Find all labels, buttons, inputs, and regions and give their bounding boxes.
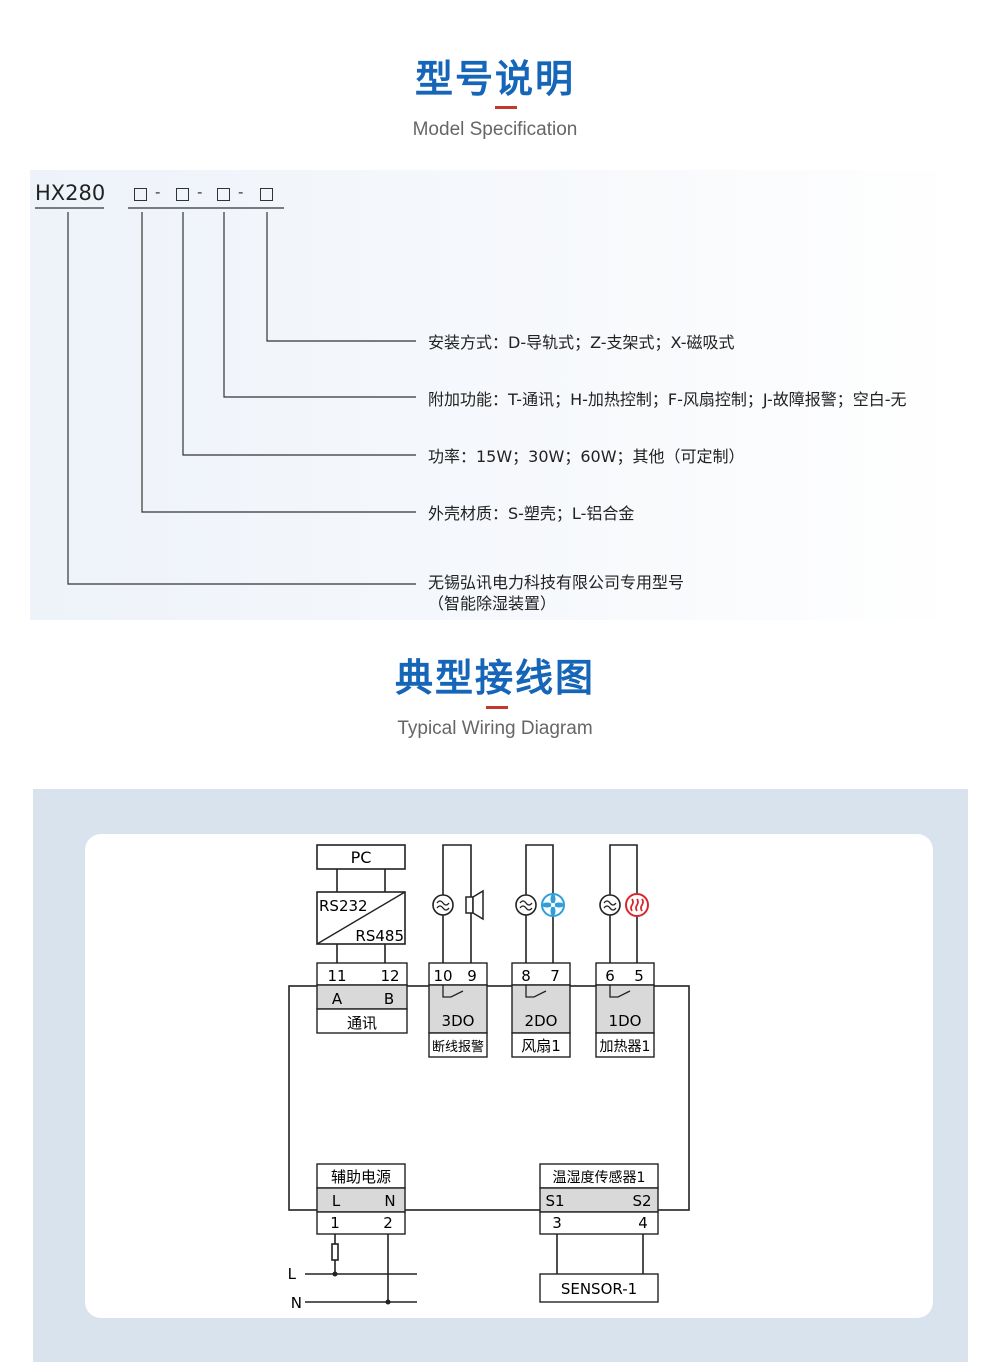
pc-box: PC	[316, 844, 406, 870]
spec-company-model: 无锡弘讯电力科技有限公司专用型号	[428, 573, 685, 592]
terminal-5: 5	[634, 967, 644, 985]
heater-icon	[625, 893, 649, 917]
spec-extra-function: 附加功能：T-通讯；H-加热控制；F-风扇控制；J-故障报警；空白-无	[428, 390, 907, 409]
wiring-card	[85, 834, 933, 1318]
do1-label: 加热器1	[600, 1039, 651, 1055]
terminal-10: 10	[433, 967, 452, 985]
code-dash: -	[155, 183, 161, 201]
terminal-6: 6	[605, 967, 615, 985]
do2-label: 风扇1	[521, 1037, 561, 1055]
junction-dot	[332, 1271, 338, 1277]
comm-label: 通讯	[347, 1014, 377, 1032]
code-dash: -	[238, 183, 244, 201]
do2-terminal-block: 8 7 2DO 风扇1	[511, 962, 571, 1058]
model-section-subtitle: Model Specification	[412, 119, 578, 140]
do3-label: 断线报警	[432, 1039, 484, 1055]
title-accent-bar	[495, 106, 517, 109]
terminal-a: A	[332, 990, 343, 1008]
terminal-b: B	[384, 990, 394, 1008]
spec-housing-material: 外壳材质：S-塑壳；L-铝合金	[428, 504, 635, 523]
sensor-title: 温湿度传感器1	[553, 1169, 646, 1186]
wiring-section-subtitle: Typical Wiring Diagram	[397, 718, 593, 739]
do3-name: 3DO	[442, 1012, 475, 1030]
sensor-box: SENSOR-1	[539, 1273, 659, 1303]
terminal-s1: S1	[545, 1192, 564, 1210]
alarm-speaker-icon	[465, 889, 484, 921]
aux-power-block: 辅助电源 L N 1 2	[316, 1163, 406, 1235]
spec-device-name: （智能除湿装置）	[428, 594, 557, 613]
code-box-3	[217, 188, 230, 201]
terminal-8: 8	[521, 967, 531, 985]
spec-install-mode: 安装方式：D-导轨式；Z-支架式；X-磁吸式	[428, 333, 735, 352]
terminal-11: 11	[327, 967, 346, 985]
rs485-label: RS485	[355, 927, 404, 945]
temp-humidity-sensor-block: 温湿度传感器1 S1 S2 3 4	[539, 1163, 659, 1235]
spec-panel	[30, 170, 965, 620]
aux-power-title: 辅助电源	[331, 1168, 391, 1186]
terminal-n: N	[384, 1192, 395, 1210]
pc-label: PC	[351, 848, 372, 867]
terminal-3: 3	[552, 1214, 562, 1232]
ac-source-icon	[515, 894, 537, 916]
terminal-9: 9	[467, 967, 477, 985]
junction-dot	[385, 1299, 391, 1305]
sensor-box-label: SENSOR-1	[561, 1280, 637, 1298]
ac-source-icon	[599, 894, 621, 916]
terminal-s2: S2	[632, 1192, 651, 1210]
terminal-12: 12	[380, 967, 399, 985]
code-box-4	[260, 188, 273, 201]
line-n-label: N	[291, 1294, 302, 1312]
terminal-l: L	[332, 1192, 341, 1210]
code-dash: -	[197, 183, 203, 201]
ac-source-icon	[432, 894, 454, 916]
wiring-section-title: 典型接线图	[394, 656, 595, 700]
do3-terminal-block: 10 9 3DO 断线报警	[428, 962, 488, 1058]
line-l-label: L	[288, 1265, 297, 1283]
rs232-rs485-converter: RS232 RS485	[316, 891, 406, 945]
do1-terminal-block: 6 5 1DO 加热器1	[595, 962, 655, 1058]
terminal-4: 4	[638, 1214, 648, 1232]
code-box-2	[176, 188, 189, 201]
spec-leader-lines	[35, 207, 416, 585]
terminal-1: 1	[330, 1214, 340, 1232]
comm-terminal-block: 11 12 A B 通讯	[316, 962, 408, 1034]
spec-power: 功率：15W；30W；60W；其他（可定制）	[428, 447, 745, 466]
terminal-2: 2	[383, 1214, 393, 1232]
terminal-7: 7	[550, 967, 560, 985]
rs232-label: RS232	[319, 897, 368, 915]
fan-icon	[541, 893, 565, 917]
do2-name: 2DO	[525, 1012, 558, 1030]
title-accent-bar	[486, 706, 508, 709]
model-code: HX280	[35, 181, 106, 205]
model-section-title: 型号说明	[414, 57, 575, 101]
do1-name: 1DO	[609, 1012, 642, 1030]
code-box-1	[134, 188, 147, 201]
